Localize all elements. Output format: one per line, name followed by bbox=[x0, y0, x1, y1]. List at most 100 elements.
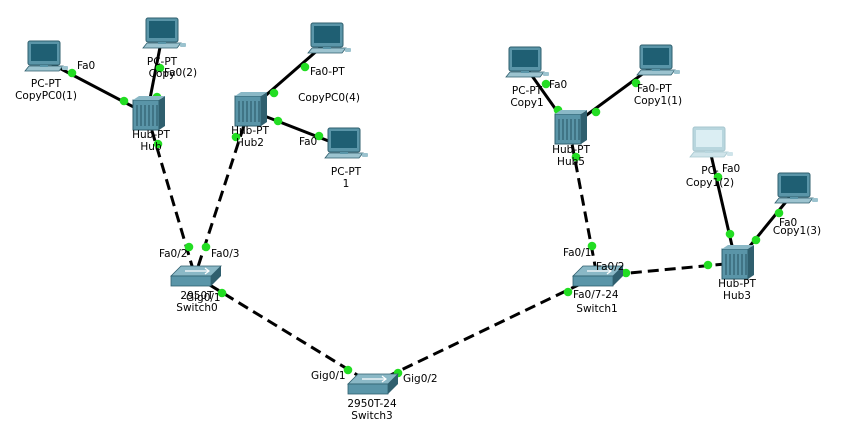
pc-icon bbox=[142, 17, 186, 49]
hub-device-hub_2[interactable] bbox=[234, 92, 267, 127]
device-name-label: CopyPC0(4) bbox=[298, 92, 360, 104]
switch-icon bbox=[572, 265, 624, 287]
device-model-label: PC-PT bbox=[31, 78, 62, 90]
device-model-label: Hub-PT bbox=[552, 144, 590, 156]
port-status-dot bbox=[269, 88, 279, 98]
pc-device-pc_copypc0_1[interactable] bbox=[24, 40, 68, 72]
port-status-dot bbox=[563, 287, 573, 297]
device-name-label: Hub2 bbox=[236, 137, 264, 149]
port-status-dot bbox=[155, 63, 165, 73]
port-status-dot bbox=[631, 78, 641, 88]
hub-device-hub_1[interactable] bbox=[132, 96, 165, 131]
port-status-dot bbox=[587, 241, 597, 251]
hub-icon bbox=[554, 110, 587, 145]
device-name-label: Copy bbox=[149, 68, 176, 80]
device-name-label: Switch0 bbox=[176, 302, 217, 314]
hub-device-hub_3[interactable] bbox=[721, 245, 754, 280]
device-model-label: PC- bbox=[701, 165, 719, 177]
device-model-label: Hub-PT bbox=[718, 278, 756, 290]
port-status-dot bbox=[231, 132, 241, 142]
port-label: Fa0 bbox=[722, 163, 740, 175]
port-status-dot bbox=[201, 242, 211, 252]
port-status-dot bbox=[541, 79, 551, 89]
device-name-label: Switch1 bbox=[576, 303, 617, 315]
port-status-dot bbox=[713, 172, 723, 182]
pc-device-pc_copy1[interactable] bbox=[505, 46, 549, 78]
link-hub_1-pc_copypc0_1[interactable] bbox=[43, 58, 148, 116]
port-status-dot bbox=[67, 68, 77, 78]
port-label: Fa0/2 bbox=[596, 261, 624, 273]
device-name-label: CopyPC0(1) bbox=[15, 90, 77, 102]
switch-icon bbox=[347, 373, 399, 395]
port-status-dot bbox=[217, 288, 227, 298]
pc-icon bbox=[307, 22, 351, 54]
switch-device-switch_3[interactable] bbox=[347, 373, 399, 395]
device-name-label: Copy1(3) bbox=[773, 225, 821, 237]
hub-icon bbox=[234, 92, 267, 127]
port-label: Fa0/2 bbox=[159, 248, 187, 260]
port-status-dot bbox=[774, 208, 784, 218]
device-name-label: Hub3 bbox=[723, 290, 751, 302]
port-label: Fa0-PT bbox=[310, 66, 345, 78]
port-label: Gig0/2 bbox=[403, 373, 438, 385]
switch-device-switch_1[interactable] bbox=[572, 265, 624, 287]
link-switch_3-switch_1[interactable] bbox=[371, 274, 598, 386]
port-status-dot bbox=[343, 365, 353, 375]
switch-device-switch_0[interactable] bbox=[170, 265, 222, 287]
pc-icon bbox=[774, 172, 818, 204]
hub-icon bbox=[132, 96, 165, 131]
port-label: Fa0-PT bbox=[637, 83, 672, 95]
pc-icon bbox=[636, 44, 680, 76]
port-label: Fa0/3 bbox=[211, 248, 239, 260]
device-name-label: 1 bbox=[343, 178, 350, 190]
switch-icon bbox=[170, 265, 222, 287]
port-label: Fa0 bbox=[77, 60, 95, 72]
device-name-label: Hub bbox=[140, 141, 162, 153]
port-label: Fa0 bbox=[549, 79, 567, 91]
port-label: Fa0/7-24 bbox=[573, 289, 619, 301]
port-status-dot bbox=[184, 242, 194, 252]
port-status-dot bbox=[119, 96, 129, 106]
link-hub_3-pc_copy1_2[interactable] bbox=[707, 145, 738, 264]
devices-layer bbox=[24, 17, 818, 395]
pc-icon bbox=[505, 46, 549, 78]
port-label: Fa0 bbox=[299, 136, 317, 148]
port-status-dot bbox=[703, 260, 713, 270]
port-label: Fa0(2) bbox=[164, 67, 197, 79]
port-status-dot bbox=[621, 268, 631, 278]
device-model-label: 2950T-24 bbox=[347, 398, 397, 410]
port-label: Gig0/1 bbox=[311, 370, 346, 382]
port-status-dot bbox=[725, 229, 735, 239]
device-name-label: Copy1(1) bbox=[634, 95, 682, 107]
port-status-dot bbox=[273, 116, 283, 126]
device-name-label: Copy1 bbox=[510, 97, 543, 109]
pc-icon bbox=[689, 126, 733, 158]
port-status-dot bbox=[300, 62, 310, 72]
pc-device-pc_copy1_3[interactable] bbox=[774, 172, 818, 204]
labels-layer: PC-PTCopyPC0(1)PC-PTCopyCopyPC0(4)PC-PT1… bbox=[15, 56, 821, 422]
device-model-label: Hub-PT bbox=[132, 129, 170, 141]
port-status-dot bbox=[571, 152, 581, 162]
device-name-label: Hub5 bbox=[557, 156, 585, 168]
pc-device-pc_copypc0_4[interactable] bbox=[307, 22, 351, 54]
hub-device-hub_5[interactable] bbox=[554, 110, 587, 145]
device-name-label: Switch3 bbox=[351, 410, 392, 422]
pc-icon bbox=[24, 40, 68, 72]
link-hub_5-switch_1[interactable] bbox=[567, 127, 599, 277]
device-model-label: PC-PT bbox=[147, 56, 178, 68]
hub-icon bbox=[721, 245, 754, 280]
port-status-dot bbox=[153, 139, 163, 149]
pc-device-pc_copy1_1[interactable] bbox=[636, 44, 680, 76]
device-model-label: Hub-PT bbox=[231, 125, 269, 137]
device-model-label: PC-PT bbox=[331, 166, 362, 178]
port-label: Gig0/1 bbox=[186, 292, 221, 304]
pc-device-pc_1[interactable] bbox=[324, 127, 368, 159]
pc-device-pc_copypc0_2[interactable] bbox=[142, 17, 186, 49]
pc-icon bbox=[324, 127, 368, 159]
pc-device-pc_copy1_2[interactable] bbox=[689, 126, 733, 158]
port-status-dot bbox=[314, 131, 324, 141]
device-name-label: Copy1(2) bbox=[686, 177, 734, 189]
port-label: Fa0/1 bbox=[563, 247, 591, 259]
